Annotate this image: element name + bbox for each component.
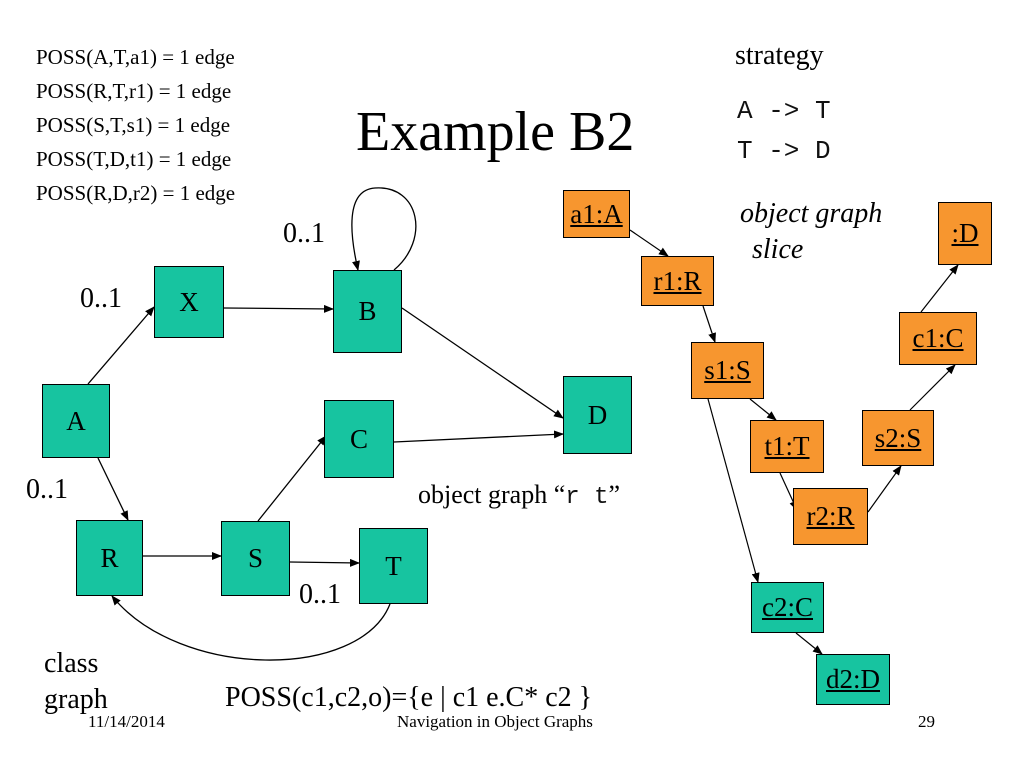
- object-node-a1: a1:A: [563, 190, 630, 238]
- object-node-t1: t1:T: [750, 420, 824, 473]
- footer-page-number: 29: [918, 712, 935, 731]
- object-node-d2: d2:D: [816, 654, 890, 705]
- class-node-r: R: [76, 520, 143, 596]
- strategy-label: strategy: [735, 40, 824, 71]
- edge-t-r: [111, 595, 391, 661]
- class-graph-label: class graph: [44, 646, 134, 718]
- strategy-line: A -> T: [737, 96, 831, 126]
- slice-label-line2: slice: [752, 234, 804, 265]
- footer-date: 11/14/2014: [88, 712, 165, 731]
- object-node-d: :D: [938, 202, 992, 265]
- edge-s1-t1: [749, 398, 777, 421]
- class-node-d: D: [563, 376, 632, 454]
- object-node-s1: s1:S: [691, 342, 764, 399]
- poss-line: POSS(A,T,a1) = 1 edge: [36, 45, 235, 69]
- edge-r2-s2: [867, 465, 902, 513]
- object-graph-label-suffix: ”: [608, 480, 621, 509]
- edge-s-c: [257, 435, 327, 522]
- slide-title: Example B2: [356, 101, 635, 163]
- class-node-x: X: [154, 266, 224, 338]
- class-node-b: B: [333, 270, 402, 353]
- edge-b-d: [401, 307, 564, 419]
- edge-s2-c1: [909, 364, 956, 411]
- object-node-r2: r2:R: [793, 488, 868, 545]
- class-node-c: C: [324, 400, 394, 478]
- footer-title: Navigation in Object Graphs: [397, 712, 593, 731]
- poss-line: POSS(R,T,r1) = 1 edge: [36, 79, 232, 103]
- multiplicity-b-self: 0..1: [283, 218, 325, 249]
- edge-s-t: [289, 558, 360, 567]
- edge-c-d: [393, 430, 564, 443]
- object-graph-label: object graph “r t”: [418, 480, 620, 511]
- poss-list: POSS(A,T,a1) = 1 edge POSS(R,T,r1) = 1 e…: [36, 40, 235, 210]
- class-node-t: T: [359, 528, 428, 604]
- edge-a-r: [97, 457, 129, 521]
- edge-a1-r1: [629, 229, 669, 257]
- slice-label-line1: object graph: [740, 198, 883, 229]
- object-node-r1: r1:R: [641, 256, 714, 306]
- object-graph-label-code: r t: [565, 484, 609, 511]
- strategy-line: T -> D: [737, 136, 831, 166]
- object-node-s2: s2:S: [862, 410, 934, 466]
- poss-line: POSS(R,D,r2) = 1 edge: [36, 181, 236, 205]
- object-node-c2: c2:C: [751, 582, 824, 633]
- poss-line: POSS(S,T,s1) = 1 edge: [36, 113, 231, 137]
- multiplicity-a-x: 0..1: [80, 283, 122, 314]
- multiplicity-a-r: 0..1: [26, 474, 68, 505]
- edge-a-x: [87, 306, 155, 385]
- edge-c2-d2: [795, 632, 823, 655]
- class-node-s: S: [221, 521, 290, 596]
- class-graph-label-line2: graph: [44, 684, 108, 715]
- edge-c1-d: [920, 264, 959, 313]
- poss-formula: POSS(c1,c2,o)={e | c1 e.C* c2 }: [225, 682, 593, 713]
- edge-s1-c2: [707, 398, 760, 583]
- poss-line: POSS(T,D,t1) = 1 edge: [36, 147, 232, 171]
- class-graph-label-line1: class: [44, 648, 99, 679]
- object-graph-label-prefix: object graph “: [418, 480, 566, 509]
- object-node-c1: c1:C: [899, 312, 977, 365]
- multiplicity-s-t: 0..1: [299, 579, 341, 610]
- edge-x-b: [223, 304, 334, 313]
- edge-r1-s1: [702, 305, 716, 343]
- edge-b-self: [351, 187, 417, 271]
- class-node-a: A: [42, 384, 110, 458]
